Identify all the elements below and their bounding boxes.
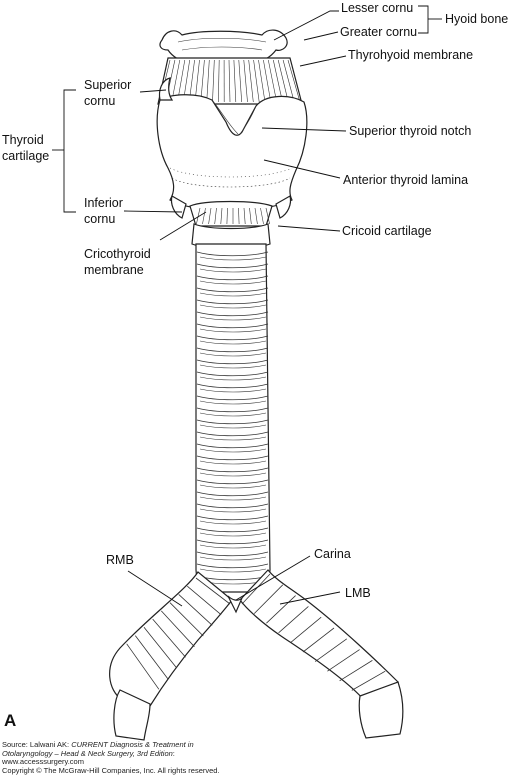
credit-line-1: Source: Lalwani AK: CURRENT Diagnosis & …: [2, 740, 194, 749]
tracheal-ring: [196, 275, 269, 281]
tracheal-ring: [196, 335, 269, 341]
superior-cornu-label-line1: Superior: [84, 78, 131, 92]
tracheal-ring: [196, 527, 269, 533]
tracheal-ring: [196, 383, 269, 389]
tracheal-ring: [196, 503, 269, 509]
tracheal-ring: [196, 563, 269, 569]
cricothyroid-membrane-label-line1: Cricothyroid: [84, 247, 151, 261]
inferior-cornu-label-line1: Inferior: [84, 196, 123, 210]
tracheal-ring: [196, 515, 269, 521]
tracheal-ring: [196, 299, 269, 305]
carina-label: Carina: [314, 547, 351, 561]
cricothyroid-membrane-label-line2: membrane: [84, 263, 144, 277]
tracheal-ring: [196, 419, 269, 425]
source-credit: Source: Lalwani AK: CURRENT Diagnosis & …: [2, 740, 220, 775]
hyoid-bone-label: Hyoid bone: [445, 12, 508, 26]
tracheal-ring: [196, 359, 269, 365]
labels: Lesser cornu Greater cornu Hyoid bone Th…: [2, 1, 508, 730]
thyroid-cartilage-label-line1: Thyroid: [2, 133, 44, 147]
cricoid-cartilage-label: Cricoid cartilage: [342, 224, 432, 238]
tracheal-ring: [196, 407, 269, 413]
tracheal-ring: [196, 395, 269, 401]
tracheal-ring: [196, 491, 269, 497]
cricothyroid-membrane-shape: [189, 200, 273, 227]
tracheal-ring: [196, 455, 269, 461]
figure-letter: A: [4, 711, 16, 730]
thyroid-cartilage-label-line2: cartilage: [2, 149, 49, 163]
tracheal-ring: [196, 371, 269, 377]
tracheal-ring: [196, 347, 269, 353]
credit-line-2: Otolaryngology – Head & Neck Surgery, 3r…: [2, 748, 175, 758]
tracheal-ring: [196, 263, 269, 269]
tracheal-ring: [196, 431, 269, 437]
thyroid-cartilage-shape: [156, 94, 308, 211]
leader-lines: [52, 5, 442, 607]
credit-line-3: www.accesssurgery.com: [2, 757, 84, 767]
tracheal-ring: [196, 311, 269, 317]
superior-cornu-label-line2: cornu: [84, 94, 115, 108]
inferior-cornu-label-line2: cornu: [84, 212, 115, 226]
greater-cornu-label: Greater cornu: [340, 25, 417, 39]
left-main-bronchus-shape: [239, 569, 399, 701]
tracheal-ring: [196, 287, 269, 293]
tracheal-ring: [196, 479, 269, 485]
hyoid-bone-shape: [159, 29, 288, 63]
right-main-bronchus-shape: [109, 571, 233, 707]
tracheal-ring: [196, 467, 269, 473]
lesser-cornu-label: Lesser cornu: [341, 1, 413, 15]
tracheal-ring: [196, 443, 269, 449]
tracheal-ring: [196, 251, 269, 257]
anterior-thyroid-lamina-label: Anterior thyroid lamina: [343, 173, 468, 187]
rmb-label: RMB: [106, 553, 134, 567]
credit-line-4: Copyright © The McGraw-Hill Companies, I…: [2, 765, 220, 775]
tracheal-ring: [196, 323, 269, 329]
superior-thyroid-notch-label: Superior thyroid notch: [349, 124, 471, 138]
thyrohyoid-membrane-label: Thyrohyoid membrane: [348, 48, 473, 62]
tracheal-ring: [196, 551, 269, 557]
lmb-label: LMB: [345, 586, 371, 600]
anatomy-illustration: [109, 29, 404, 741]
tracheal-ring: [196, 539, 269, 545]
